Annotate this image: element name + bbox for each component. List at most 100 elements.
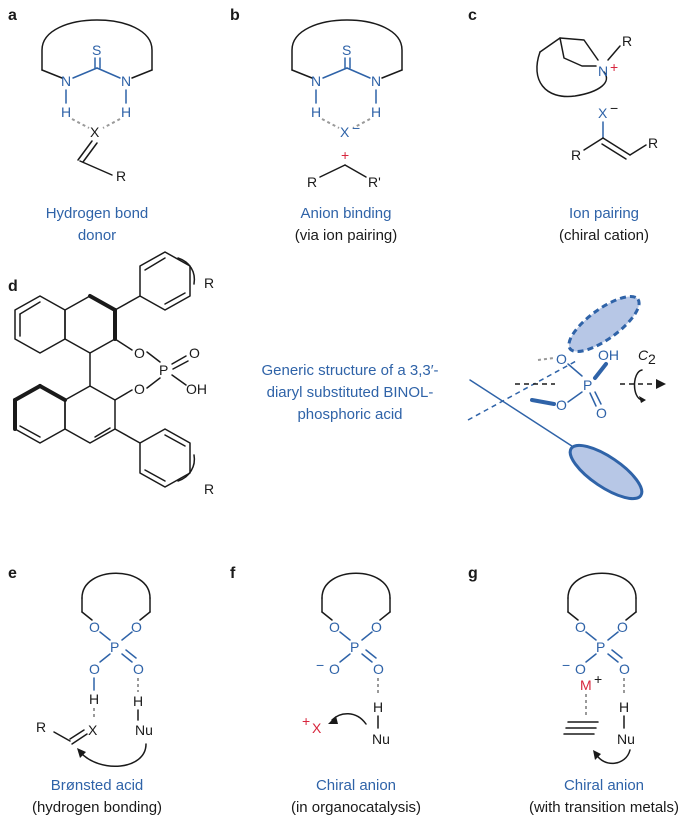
bond (19, 301, 41, 315)
charge-minus: − (610, 100, 618, 116)
atom-H: H (133, 693, 143, 709)
bond (322, 67, 348, 79)
panel-d: d R O P O OH O (8, 251, 666, 501)
naphthalene-ring (64, 385, 116, 444)
panel-e: e O O P O O H H Nu X R Brønsted acid (hy… (8, 565, 162, 816)
c2-arrow-head (656, 379, 666, 389)
panel-a: a N N S H H X R Hydrogen bond donor (8, 7, 153, 244)
atom-O: O (619, 661, 630, 677)
double-bond (172, 360, 189, 370)
double-bond (594, 391, 602, 405)
cation-ring-bridge (559, 37, 597, 67)
bond (94, 427, 111, 438)
atom-N-right: N (121, 73, 131, 89)
bond (629, 144, 647, 156)
atom-H: H (619, 699, 629, 715)
atom-H-right: H (371, 104, 381, 120)
double-bond (171, 355, 187, 365)
atom-R: R (204, 481, 214, 497)
atom-Nu: Nu (135, 722, 153, 738)
atom-O: O (556, 397, 567, 413)
atom-O: O (617, 619, 628, 635)
wedge-bond (530, 398, 556, 406)
atom-O: O (134, 381, 145, 397)
panel-c-label: c (468, 7, 477, 24)
panel-a-label: a (8, 7, 17, 24)
bond (567, 611, 579, 621)
double-bond (611, 649, 623, 659)
attack-arrow-head (593, 750, 601, 760)
double-bond (361, 653, 373, 663)
bond (585, 653, 597, 663)
attack-arrow-head (77, 748, 86, 758)
atom-O: O (134, 345, 145, 361)
panel-g-caption-1: Chiral anion (564, 777, 644, 794)
bond (41, 69, 63, 79)
double-bond (365, 649, 377, 659)
bond (583, 137, 604, 151)
atom-O: O (556, 351, 567, 367)
atom-H: H (373, 699, 383, 715)
panel-g-label: g (468, 565, 478, 582)
bond (607, 631, 619, 641)
naphthalene-ring (14, 295, 66, 354)
panel-c: c N + R X − R R Ion pairing (chiral cati… (468, 7, 658, 244)
atom-R: R (648, 135, 658, 151)
panel-c-caption-2: (chiral cation) (559, 227, 649, 244)
bond (344, 164, 367, 178)
atom-O: O (189, 345, 200, 361)
bond (19, 425, 41, 438)
bond (361, 631, 373, 641)
bond (146, 377, 161, 389)
bond (144, 469, 166, 482)
atom-O: O (133, 661, 144, 677)
bond (146, 351, 161, 363)
c2-subscript: 2 (648, 351, 656, 367)
atom-O: O (575, 661, 586, 677)
double-bond (121, 653, 133, 663)
atom-X: X (90, 124, 100, 140)
double-bond (125, 649, 137, 659)
bold-bond (88, 294, 117, 312)
charge-minus: − (316, 657, 324, 673)
bond (121, 631, 133, 641)
panel-b-label: b (230, 7, 240, 24)
atom-P: P (159, 362, 168, 378)
panel-e-caption-2: (hydrogen bonding) (32, 799, 162, 816)
panel-e-caption-1: Brønsted acid (51, 777, 144, 794)
bond (291, 69, 313, 79)
panel-f-caption-1: Chiral anion (316, 777, 396, 794)
double-bond (69, 729, 85, 740)
panel-f: f O O P − O O H Nu + X Chiral anion (in … (230, 565, 421, 816)
atom-H: H (89, 691, 99, 707)
atom-N-right: N (371, 73, 381, 89)
double-bond (601, 143, 627, 160)
atom-R: R (622, 33, 632, 49)
bond (381, 69, 403, 79)
atom-P: P (110, 639, 119, 655)
attack-arrow-head (328, 716, 338, 724)
bond (164, 434, 186, 447)
atom-R-prime: R' (368, 174, 381, 190)
bond (79, 160, 113, 176)
charge-minus: − (562, 657, 570, 673)
charge-plus: + (594, 671, 602, 687)
bond (585, 631, 597, 641)
charge-plus: + (610, 59, 618, 75)
panel-g-caption-2: (with transition metals) (529, 799, 679, 816)
double-bond (82, 142, 98, 163)
atom-S: S (342, 42, 351, 58)
atom-O: O (575, 619, 586, 635)
atom-N-left: N (311, 73, 321, 89)
charge-minus: − (352, 120, 360, 136)
atom-H-left: H (311, 104, 321, 120)
atom-Nu: Nu (372, 731, 390, 747)
atom-O: O (371, 619, 382, 635)
bond (114, 338, 133, 351)
bond (567, 391, 583, 403)
substituent-arc (177, 454, 196, 482)
atom-OH: OH (186, 381, 207, 397)
atom-P: P (596, 639, 605, 655)
c2-symbol: C (638, 347, 649, 363)
hydrogen-bond (71, 118, 90, 129)
